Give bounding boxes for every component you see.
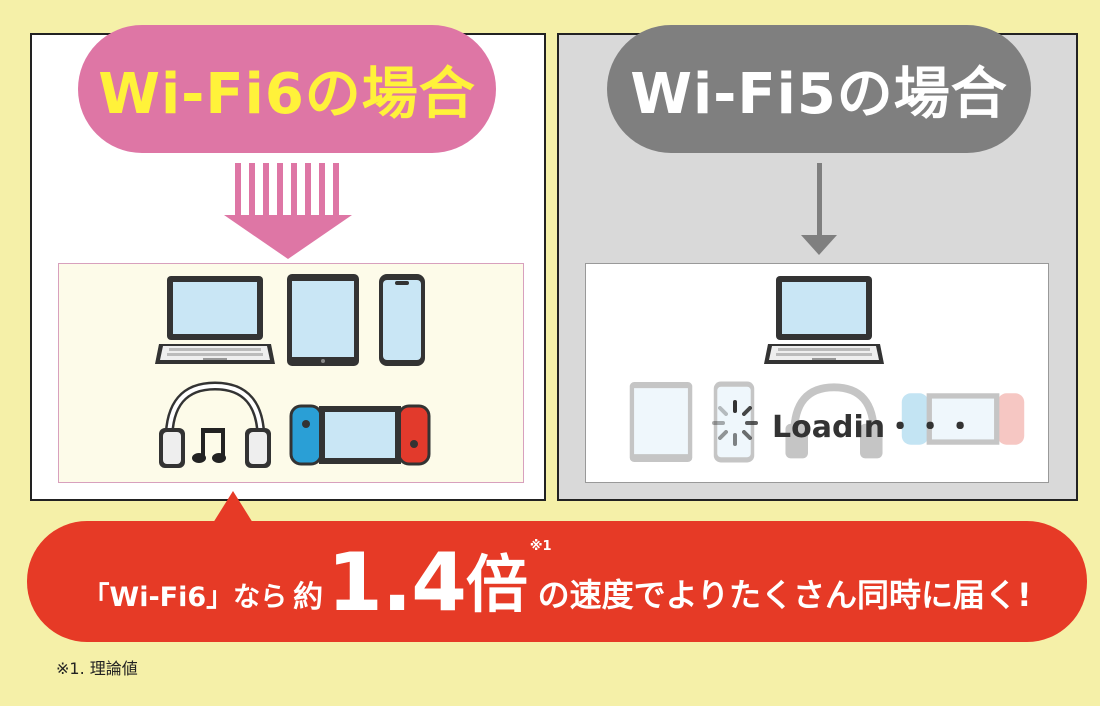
- laptop-icon: [764, 276, 884, 364]
- game-console-icon: [901, 393, 1025, 445]
- banner-note-mark: ※1: [529, 539, 552, 554]
- speed-banner: 「Wi-Fi6」なら 約 1.4 倍 ※1 の速度でよりたくさん同時に届く!: [27, 521, 1087, 642]
- banner-value-number: 1.4: [327, 536, 467, 629]
- wifi5-title-pill: Wi-Fi5の場合: [607, 25, 1031, 153]
- wifi6-title-pill: Wi-Fi6の場合: [78, 25, 496, 153]
- banner-value-unit: 倍: [465, 548, 528, 621]
- wifi5-device-area: Loadin・・・: [585, 263, 1049, 483]
- footnote: ※1. 理論値: [56, 659, 138, 678]
- wifi5-panel: Wi-Fi5の場合: [557, 25, 1078, 501]
- banner-prefix: 「Wi-Fi6」なら: [82, 582, 288, 613]
- smartphone-icon: [379, 274, 425, 366]
- music-note-icon: [192, 428, 226, 463]
- wifi6-device-area: [58, 263, 524, 483]
- tablet-icon: [629, 382, 693, 462]
- wifi6-panel: Wi-Fi6の場合: [30, 25, 546, 501]
- loading-spinner-icon: [712, 400, 758, 446]
- loading-text: Loadin・・・: [772, 410, 976, 445]
- headphones-icon: [159, 381, 271, 468]
- headphones-icon: [785, 383, 883, 459]
- single-stream-arrow-icon: [801, 163, 837, 255]
- wifi5-title: Wi-Fi5の場合: [630, 61, 1008, 127]
- wifi6-title: Wi-Fi6の場合: [98, 61, 476, 127]
- banner-about: 約: [293, 580, 324, 615]
- banner-suffix: の速度でよりたくさん同時に届く!: [537, 576, 1032, 614]
- laptop-icon: [155, 276, 275, 364]
- multi-stream-arrow-icon: [224, 163, 352, 259]
- tablet-icon: [287, 274, 359, 366]
- banner-text: 「Wi-Fi6」なら 約 1.4 倍 ※1 の速度でよりたくさん同時に届く!: [27, 521, 1087, 642]
- smartphone-icon: [713, 381, 755, 463]
- game-console-icon: [289, 404, 431, 466]
